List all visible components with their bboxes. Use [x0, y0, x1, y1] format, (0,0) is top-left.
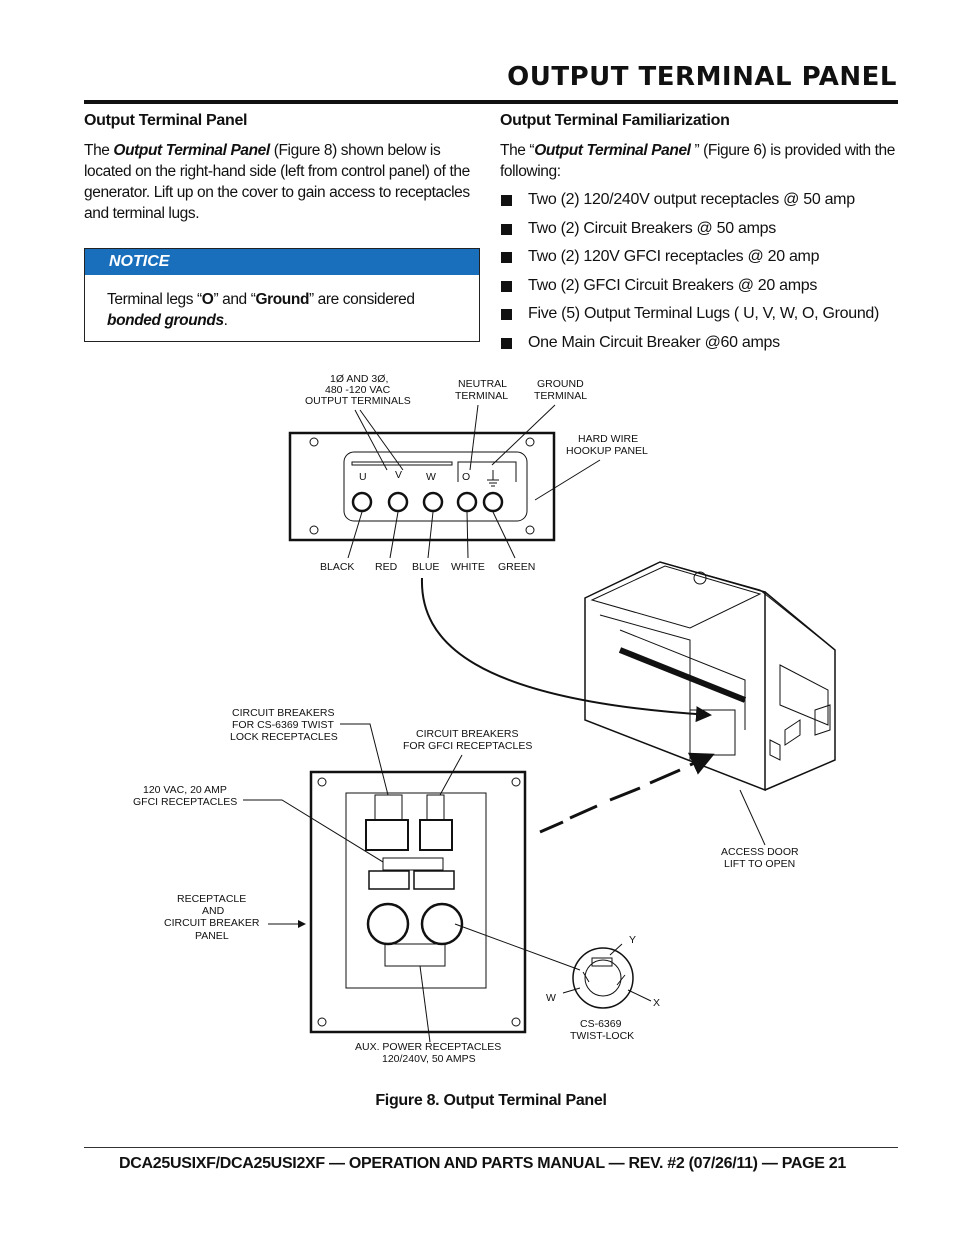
label-blue: BLUE [412, 561, 439, 573]
receptacle-panel [309, 770, 527, 1034]
label-cs6369: CS-6369 [580, 1018, 622, 1030]
terminal-ground [482, 491, 504, 513]
footer-text: DCA25USIXF/DCA25USI2XF — OPERATION AND P… [119, 1155, 846, 1172]
list-item: Two (2) 120V GFCI receptacles @ 20 amp [500, 247, 900, 276]
notice-text: Terminal legs “O” and “Ground” are consi… [107, 291, 415, 329]
figure-labels: 1Ø AND 3Ø, 480 -120 VAC OUTPUT TERMINALS… [133, 373, 799, 1065]
terminal-w [422, 491, 444, 513]
label-cb-twist: CIRCUIT BREAKERS [232, 707, 335, 719]
notice-box: NOTICE Terminal legs “O” and “Ground” ar… [84, 248, 480, 342]
label-neutral: TERMINAL [455, 390, 508, 402]
label-ground: TERMINAL [534, 390, 587, 402]
label-aux: AUX. POWER RECEPTACLES [355, 1041, 501, 1053]
list-item: One Main Circuit Breaker @60 amps [500, 333, 900, 362]
label-gfci: GFCI RECEPTACLES [133, 796, 237, 808]
label-aux: 120/240V, 50 AMPS [382, 1053, 476, 1065]
label-green: GREEN [498, 561, 535, 573]
label-ground: GROUND [537, 378, 584, 390]
label-red: RED [375, 561, 398, 573]
label-access: ACCESS DOOR [721, 846, 799, 858]
left-paragraph: The Output Terminal Panel (Figure 8) sho… [84, 142, 470, 222]
notice-label: NOTICE [85, 249, 479, 275]
label-w: W [426, 471, 436, 483]
label-cb-gfci: CIRCUIT BREAKERS [416, 728, 519, 740]
title-rule [84, 100, 898, 104]
right-paragraph: The “Output Terminal Panel ” (Figure 6) … [500, 142, 895, 180]
label-hardwire: HOOKUP PANEL [566, 445, 648, 457]
label-gfci: 120 VAC, 20 AMP [143, 784, 227, 796]
label-hardwire: HARD WIRE [578, 433, 638, 445]
label-terminals: 1Ø AND 3Ø, [330, 373, 388, 385]
label-terminals: OUTPUT TERMINALS [305, 395, 411, 407]
label-x: X [653, 997, 660, 1009]
label-terminals: 480 -120 VAC [325, 384, 391, 396]
label-v: V [395, 469, 402, 481]
generator-illustration [584, 561, 836, 792]
list-item: Two (2) GFCI Circuit Breakers @ 20 amps [500, 276, 900, 305]
terminal-u [351, 491, 373, 513]
list-item: Two (2) Circuit Breakers @ 50 amps [500, 219, 900, 248]
right-heading: Output Terminal Familiarization [500, 112, 730, 129]
right-column: Output Terminal Familiarization The “Out… [500, 112, 900, 361]
label-cb-twist: LOCK RECEPTACLES [230, 731, 338, 743]
label-rcp: PANEL [195, 930, 229, 942]
label-u: U [359, 471, 367, 483]
terminal-v [387, 491, 409, 513]
label-rcp: AND [202, 905, 225, 917]
page-title: OUTPUT TERMINAL PANEL [507, 62, 897, 92]
label-rcp: CIRCUIT BREAKER [164, 917, 260, 929]
label-y: Y [629, 934, 636, 946]
label-cs6369: TWIST-LOCK [570, 1030, 634, 1042]
left-column: Output Terminal Panel The Output Termina… [84, 112, 482, 342]
feature-list: Two (2) 120/240V output receptacles @ 50… [500, 190, 900, 361]
label-o: O [462, 471, 470, 483]
label-cb-twist: FOR CS-6369 TWIST [232, 719, 334, 731]
left-heading: Output Terminal Panel [84, 112, 248, 129]
list-item: Five (5) Output Terminal Lugs ( U, V, W,… [500, 304, 900, 333]
label-white: WHITE [451, 561, 485, 573]
label-neutral: NEUTRAL [458, 378, 507, 390]
hardwire-panel [288, 431, 556, 542]
footer-rule [84, 1147, 898, 1148]
output-terminal-figure: 1Ø AND 3Ø, 480 -120 VAC OUTPUT TERMINALS… [133, 373, 836, 1065]
label-black: BLACK [320, 561, 354, 573]
figure-caption: Figure 8. Output Terminal Panel [375, 1092, 607, 1109]
label-cb-gfci: FOR GFCI RECEPTACLES [403, 740, 532, 752]
label-w2: W [546, 992, 556, 1004]
terminal-o [456, 491, 478, 513]
label-rcp: RECEPTACLE [177, 893, 246, 905]
list-item: Two (2) 120/240V output receptacles @ 50… [500, 190, 900, 219]
label-access: LIFT TO OPEN [724, 858, 795, 870]
